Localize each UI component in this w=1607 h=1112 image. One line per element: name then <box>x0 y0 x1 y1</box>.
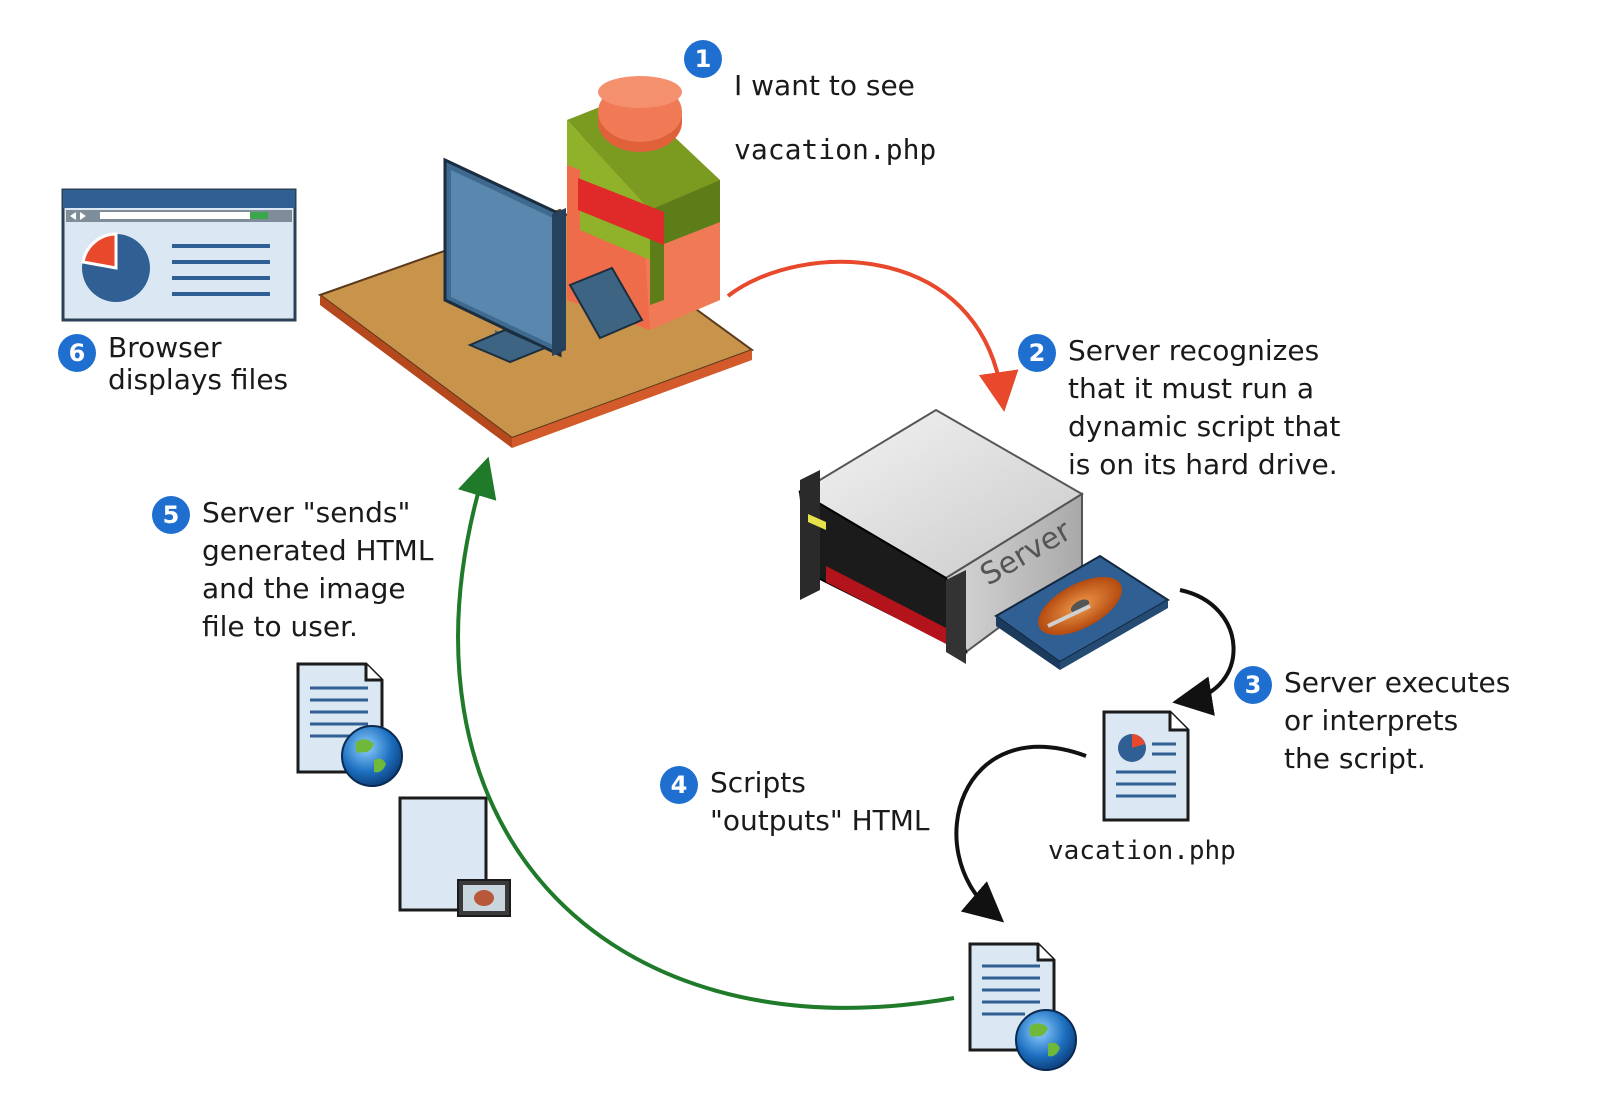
step-4-label: 4 Scripts "outputs" HTML <box>660 764 930 840</box>
step-number-badge: 2 <box>1018 334 1056 372</box>
script-filename-label: vacation.php <box>1048 836 1236 866</box>
step-number-badge: 5 <box>152 496 190 534</box>
step-5-text: Server "sends" generated HTML and the im… <box>202 496 434 643</box>
step-5-label: 5 Server "sends" generated HTML and the … <box>152 494 433 646</box>
step-3-label: 3 Server executes or interprets the scri… <box>1234 664 1510 778</box>
browser-window-icon <box>61 188 297 322</box>
php-script-file-icon <box>1102 710 1190 822</box>
step-number-badge: 4 <box>660 766 698 804</box>
html-document-globe-icon <box>296 662 403 787</box>
step-number-badge: 1 <box>684 40 722 78</box>
step-6-label: 6 Browser displays files <box>58 332 288 396</box>
response-arrow <box>456 456 955 1010</box>
user-at-computer-icon <box>317 76 755 448</box>
step-1-filename: vacation.php <box>734 133 937 166</box>
step-1-text: I want to see <box>734 69 915 102</box>
request-arrow <box>726 259 1019 412</box>
server-rack-icon: Server <box>798 408 1084 664</box>
step-6-text: Browser displays files <box>108 331 289 396</box>
step-2-label: 2 Server recognizes that it must run a d… <box>1018 332 1340 484</box>
hard-drive-icon <box>994 554 1170 670</box>
execute-arrow <box>1172 588 1236 716</box>
output-arrow <box>954 744 1087 923</box>
step-4-text: Scripts "outputs" HTML <box>710 766 930 837</box>
html-output-document-icon <box>968 942 1077 1071</box>
step-1-label: 1 I want to see vacation.php <box>684 38 936 198</box>
step-number-badge: 6 <box>58 334 96 372</box>
image-file-icon <box>398 796 511 917</box>
step-2-text: Server recognizes that it must run a dyn… <box>1068 334 1341 481</box>
step-number-badge: 3 <box>1234 666 1272 704</box>
step-3-text: Server executes or interprets the script… <box>1284 666 1511 775</box>
